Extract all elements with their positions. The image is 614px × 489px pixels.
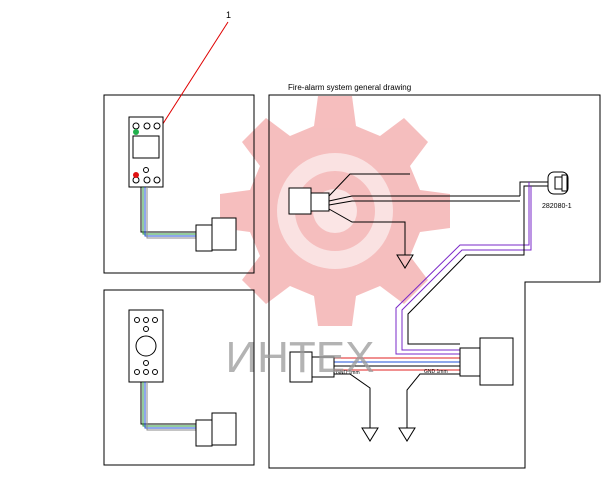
detector-device-2 bbox=[128, 309, 164, 383]
gnd-label-right: GND 1mm bbox=[424, 369, 448, 375]
led-red-icon bbox=[133, 172, 139, 178]
lower-left-connector bbox=[289, 351, 335, 383]
watermark-gear-icon bbox=[220, 96, 450, 326]
callout-number: 1 bbox=[226, 10, 231, 20]
connector-282080-icon bbox=[519, 171, 569, 201]
gnd-label-left: GND 1mm bbox=[336, 370, 360, 376]
upper-wires bbox=[328, 173, 520, 255]
connector-part-number: 282080-1 bbox=[542, 203, 572, 210]
ground-symbol-left-icon bbox=[361, 427, 379, 442]
panel-2-plug bbox=[195, 412, 237, 447]
lower-right-connector bbox=[459, 337, 514, 386]
system-outline bbox=[268, 94, 601, 469]
purple-bus bbox=[395, 182, 532, 355]
black-bus bbox=[407, 201, 525, 345]
gnd-lines bbox=[334, 373, 460, 428]
panel-1 bbox=[103, 94, 255, 274]
ground-symbol-icon bbox=[396, 254, 414, 269]
ground-symbol-right-icon bbox=[398, 427, 416, 442]
watermark-text: ИНТЕХ bbox=[226, 333, 375, 382]
panel-2 bbox=[103, 289, 255, 466]
lower-wires bbox=[334, 357, 460, 371]
panel-1-plug bbox=[195, 217, 237, 252]
panel-2-wires bbox=[140, 382, 196, 431]
led-green-icon bbox=[133, 129, 139, 135]
upper-connector bbox=[288, 187, 330, 215]
diagram-title: Fire-alarm system general drawing bbox=[288, 83, 411, 92]
panel-1-wires bbox=[140, 187, 196, 239]
